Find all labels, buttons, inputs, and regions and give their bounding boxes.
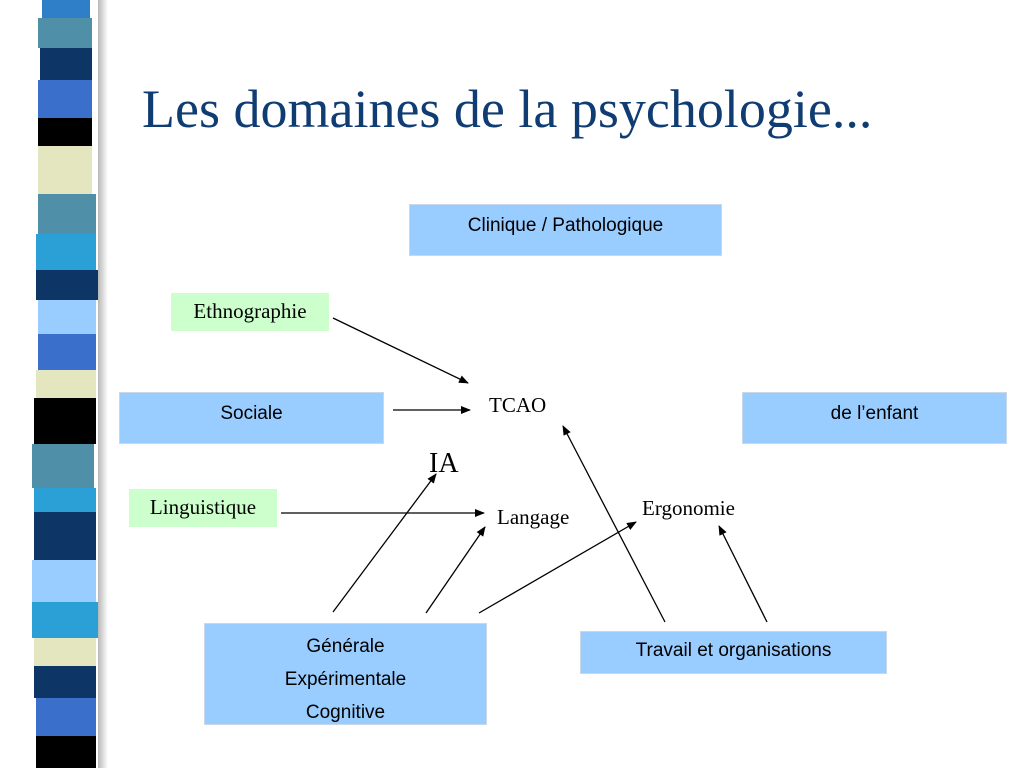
- arrow-generale-langage: [425, 526, 486, 614]
- label-langage: Langage: [497, 505, 570, 529]
- box-travail-label: Travail et organisations: [635, 640, 832, 661]
- arrow-ethnographie-tcao: [332, 317, 469, 384]
- label-ia: IA: [429, 448, 459, 479]
- box-clinique-label: Clinique / Pathologique: [467, 215, 664, 236]
- box-generale: Générale Expérimentale Cognitive: [204, 623, 487, 725]
- box-enfant-label: de l’enfant: [830, 403, 919, 424]
- slide-title: Les domaines de la psychologie...: [142, 79, 873, 139]
- arrow-travail-tcao: [562, 425, 666, 623]
- box-ethnographie: Ethnographie: [171, 293, 329, 331]
- box-travail: Travail et organisations: [580, 631, 887, 674]
- stripe-shadow: [98, 0, 108, 768]
- label-ergonomie: Ergonomie: [642, 496, 735, 520]
- box-clinique: Clinique / Pathologique: [409, 204, 722, 256]
- arrow-travail-ergonomie: [718, 525, 768, 623]
- box-sociale: Sociale: [119, 392, 384, 444]
- box-generale-line-3: Cognitive: [305, 702, 386, 723]
- label-tcao: TCAO: [489, 393, 547, 417]
- box-enfant: de l’enfant: [742, 392, 1007, 444]
- decorative-stripe: [0, 0, 100, 768]
- box-generale-line-1: Générale: [306, 636, 385, 657]
- arrow-generale-ia: [332, 473, 437, 613]
- box-generale-line-2: Expérimentale: [284, 669, 407, 690]
- arrow-generale-ergonomie: [478, 521, 637, 614]
- box-linguistique: Linguistique: [129, 489, 277, 527]
- box-sociale-label: Sociale: [220, 403, 283, 424]
